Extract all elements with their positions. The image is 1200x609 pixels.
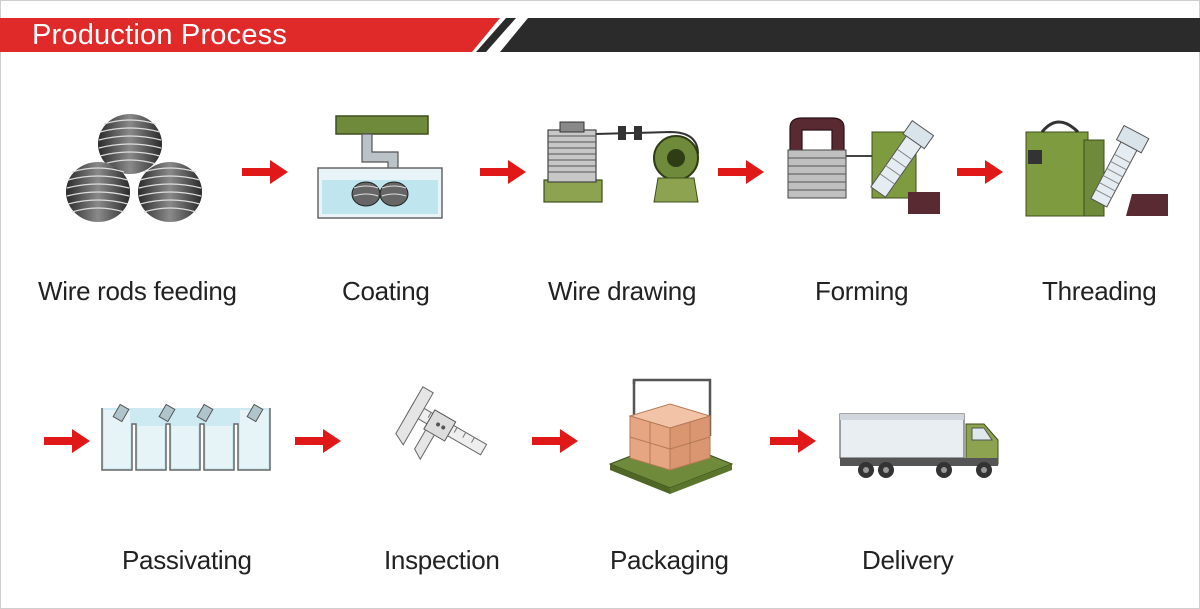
- pallet-boxes-icon: [606, 376, 736, 494]
- wire-rods-icon: [62, 112, 212, 224]
- arrow-icon: [480, 159, 528, 185]
- step-label-coating: Coating: [342, 276, 430, 307]
- caliper-icon: [380, 380, 492, 492]
- threading-machine-icon: [1022, 110, 1172, 220]
- forming-machine-icon: [780, 112, 942, 216]
- arrow-icon: [718, 159, 766, 185]
- section-header: Production Process: [0, 14, 1200, 54]
- step-label-wire-rods-feeding: Wire rods feeding: [38, 276, 237, 307]
- truck-icon: [836, 410, 1002, 480]
- arrow-icon: [44, 428, 92, 454]
- step-label-inspection: Inspection: [384, 545, 500, 576]
- arrow-icon: [242, 159, 290, 185]
- wire-drawing-machine-icon: [538, 118, 708, 206]
- coating-tank-icon: [316, 112, 446, 222]
- step-label-forming: Forming: [815, 276, 908, 307]
- header-title: Production Process: [32, 18, 287, 52]
- step-label-threading: Threading: [1042, 276, 1156, 307]
- step-label-packaging: Packaging: [610, 545, 729, 576]
- step-label-passivating: Passivating: [122, 545, 252, 576]
- arrow-icon: [770, 428, 818, 454]
- step-label-wire-drawing: Wire drawing: [548, 276, 696, 307]
- arrow-icon: [295, 428, 343, 454]
- arrow-icon: [957, 159, 1005, 185]
- passivating-tanks-icon: [100, 400, 280, 476]
- arrow-icon: [532, 428, 580, 454]
- step-label-delivery: Delivery: [862, 545, 954, 576]
